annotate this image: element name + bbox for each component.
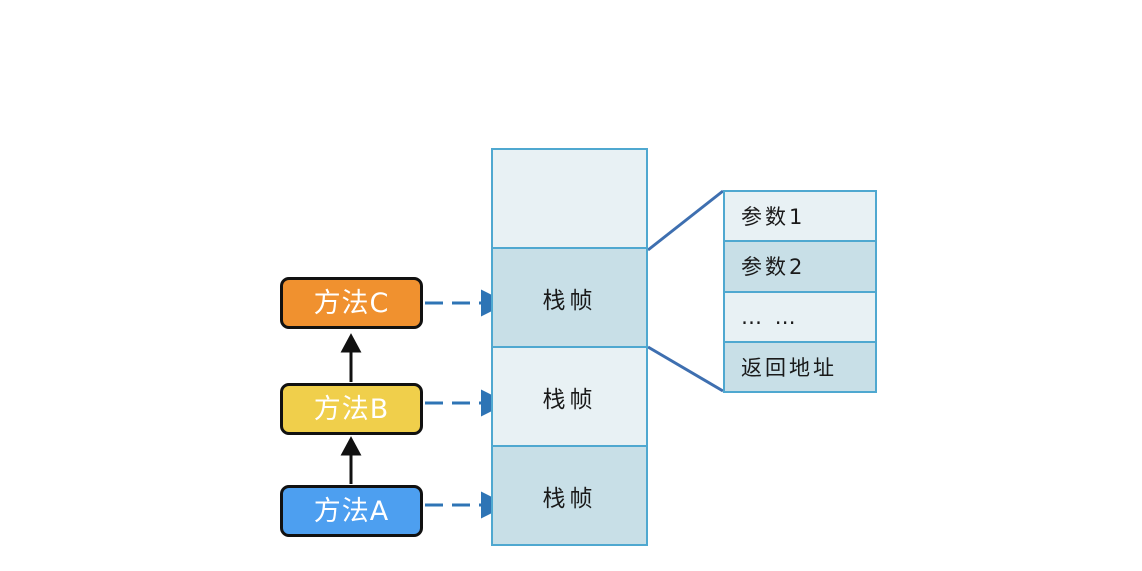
stack-frame-3-label: 栈帧 — [542, 485, 597, 512]
stack-frame-1[interactable]: 栈帧 — [493, 249, 646, 348]
stack-frame-3[interactable]: 栈帧 — [493, 447, 646, 544]
detail-row-return-address-label: 返回地址 — [741, 355, 837, 380]
expand-connector-bottom — [647, 345, 724, 393]
call-stack-column: 栈帧 栈帧 栈帧 — [491, 148, 648, 546]
stack-frame-2[interactable]: 栈帧 — [493, 348, 646, 447]
stack-cell-empty[interactable] — [493, 150, 646, 249]
method-box-a-label: 方法A — [313, 495, 390, 527]
method-box-a[interactable]: 方法A — [280, 485, 423, 537]
detail-row-param-1[interactable]: 参数1 — [725, 192, 875, 243]
method-box-c[interactable]: 方法C — [280, 277, 423, 329]
method-box-b-label: 方法B — [313, 393, 390, 425]
method-box-c-label: 方法C — [313, 287, 390, 319]
stack-frame-2-label: 栈帧 — [542, 386, 597, 413]
detail-row-ellipsis-label: … … — [741, 304, 799, 329]
stack-frame-detail-panel: 参数1 参数2 … … 返回地址 — [723, 190, 877, 393]
detail-row-ellipsis[interactable]: … … — [725, 292, 875, 343]
expand-connector-top — [647, 189, 724, 252]
detail-row-param-2[interactable]: 参数2 — [725, 242, 875, 293]
detail-row-param-2-label: 参数2 — [741, 255, 806, 280]
detail-row-return-address[interactable]: 返回地址 — [725, 342, 875, 391]
detail-row-param-1-label: 参数1 — [741, 205, 806, 230]
stack-frame-1-label: 栈帧 — [542, 287, 597, 314]
method-box-b[interactable]: 方法B — [280, 383, 423, 435]
